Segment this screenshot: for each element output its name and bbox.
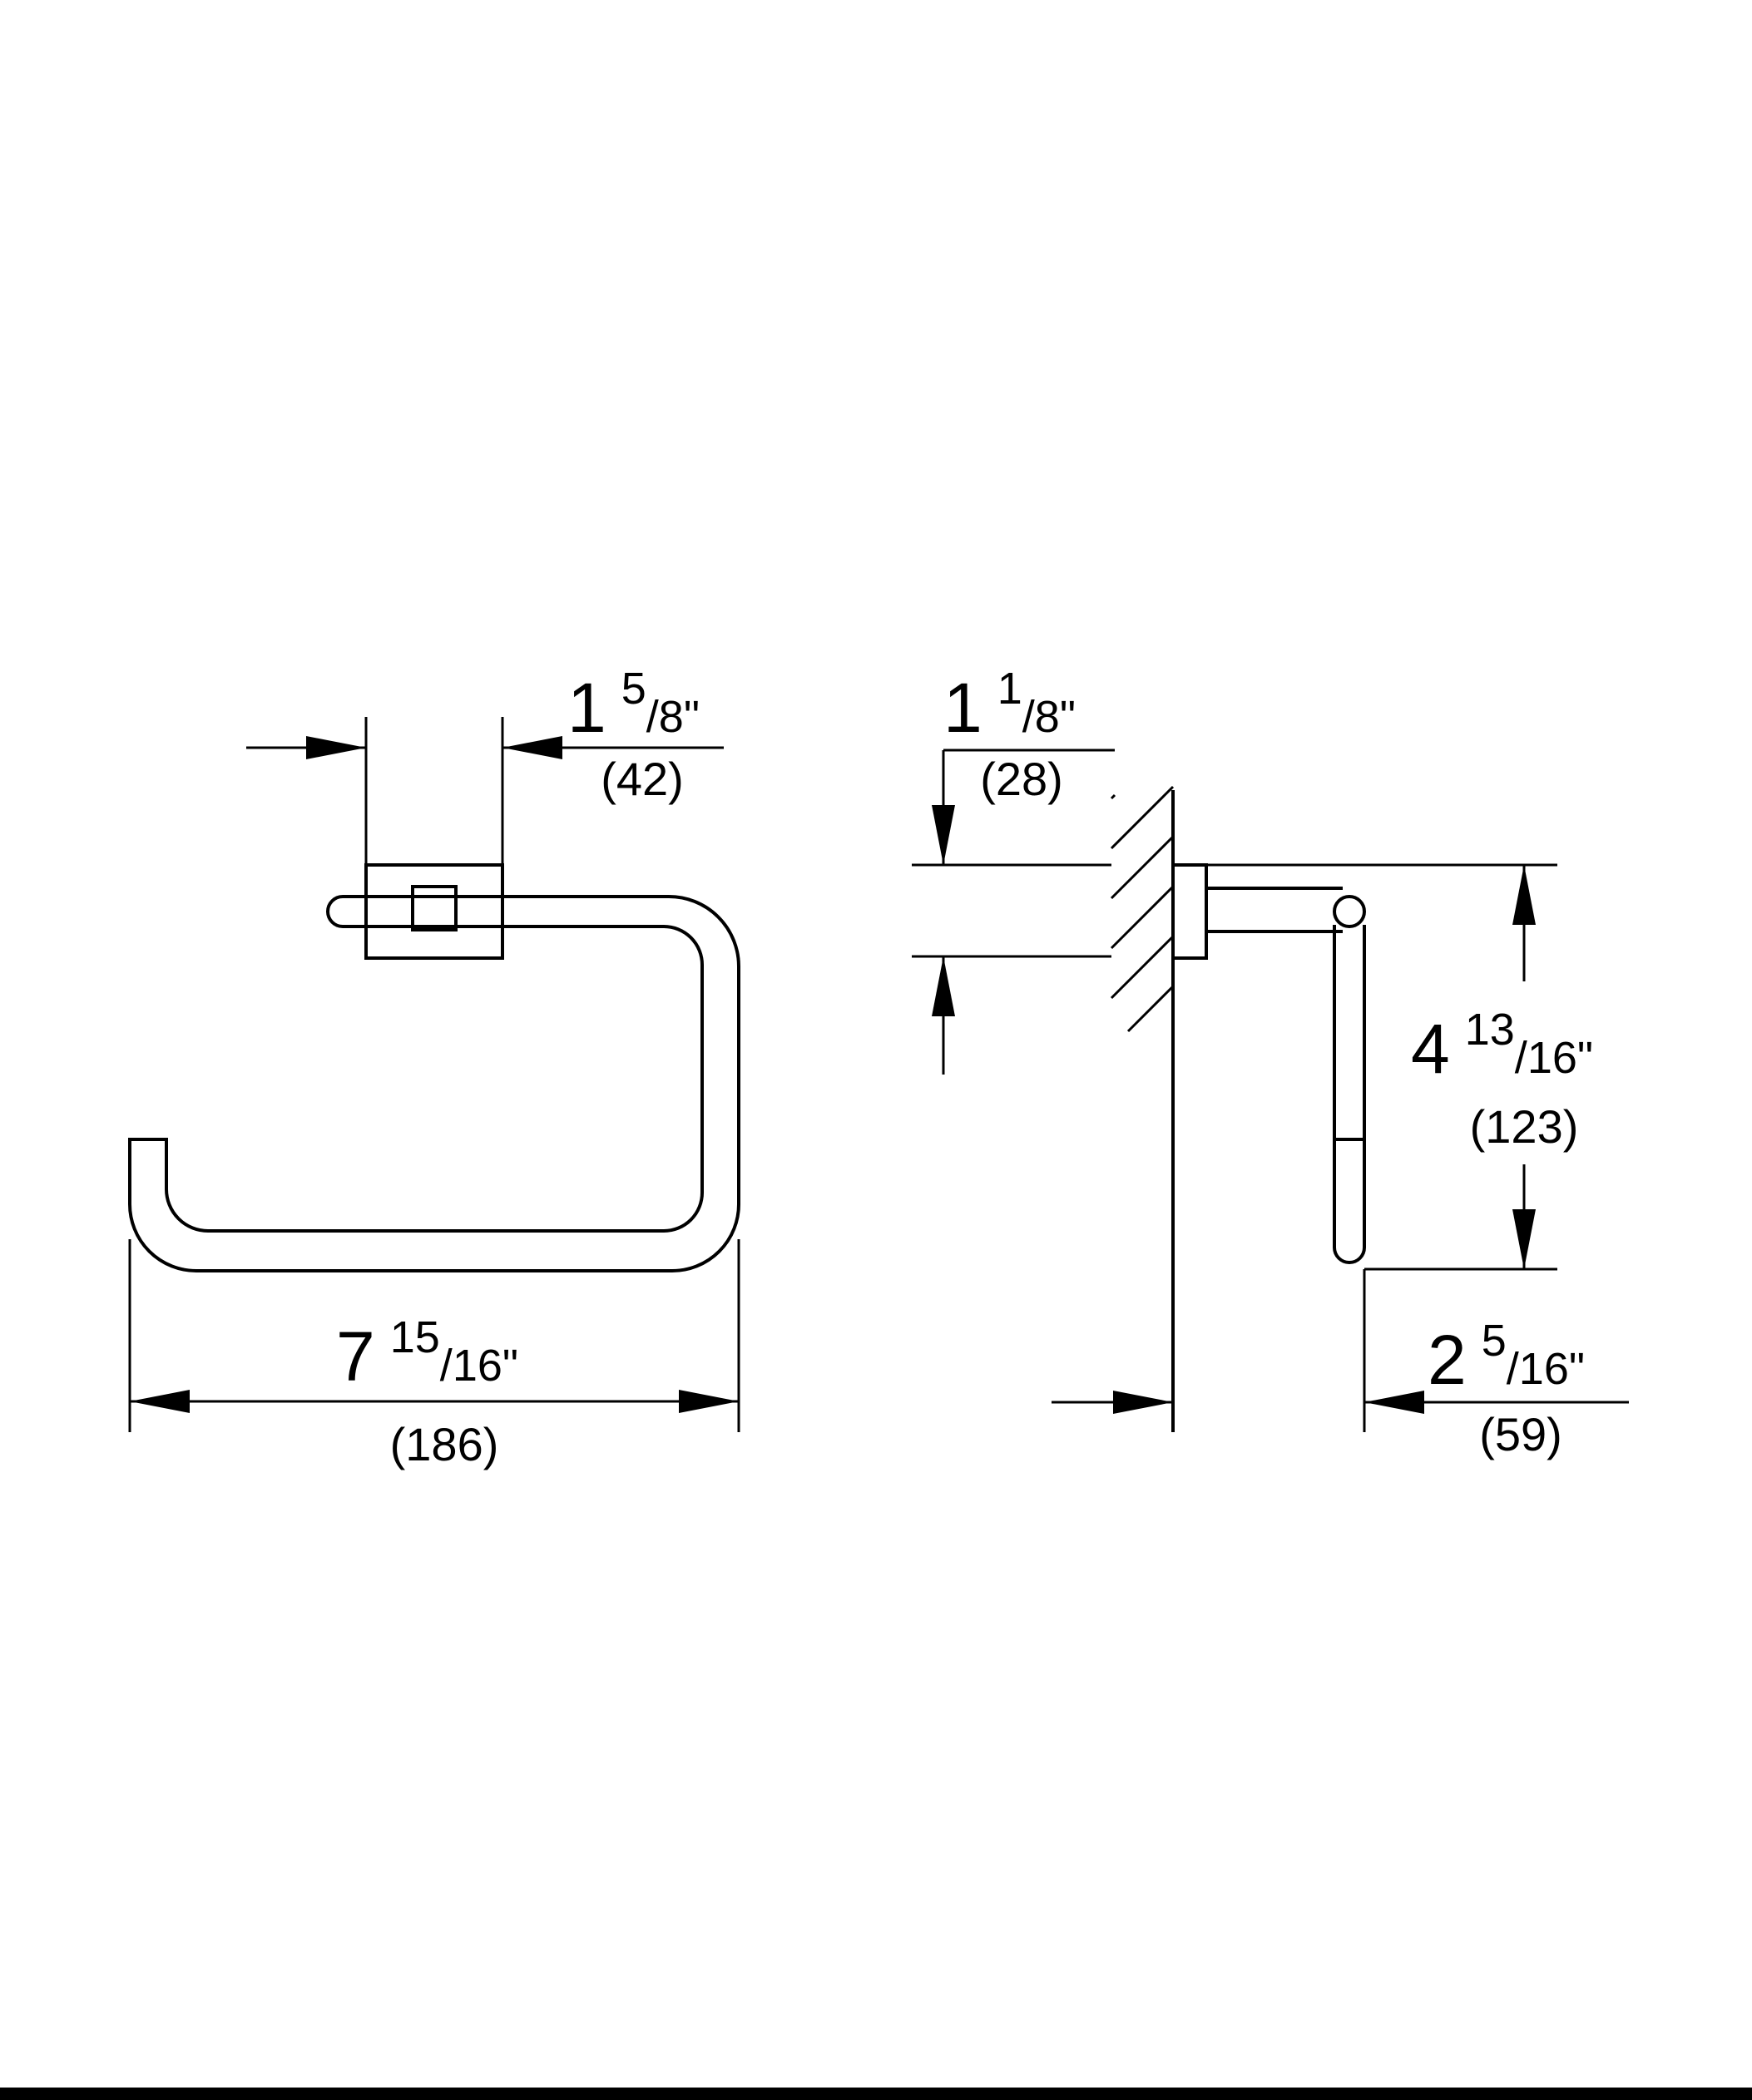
arrow-down — [932, 805, 955, 865]
arrow-right — [1113, 1391, 1173, 1414]
bracket-inner-square — [411, 885, 458, 931]
arrow-up — [932, 956, 955, 1016]
arrow-left — [130, 1390, 190, 1413]
ring-arm — [1206, 887, 1343, 933]
wall-bracket — [364, 863, 504, 960]
arrow-left — [502, 736, 562, 759]
arrow-down — [1512, 1209, 1536, 1269]
mounting-plate — [1171, 863, 1208, 960]
arrow-left — [1364, 1391, 1424, 1414]
ring-edge — [1333, 925, 1366, 1264]
arrow-right — [679, 1390, 739, 1413]
arrow-up — [1512, 865, 1536, 925]
dimension-metric: (123) — [1470, 1100, 1579, 1153]
wall-hatching — [1110, 785, 1175, 1033]
arrow-right — [306, 736, 366, 759]
dimension-metric: (186) — [390, 1418, 499, 1470]
towel-ring-outer — [128, 895, 740, 1272]
dimension-metric: (59) — [1479, 1408, 1562, 1460]
dimension-metric: (42) — [601, 753, 684, 805]
dimension-metric: (28) — [980, 753, 1063, 805]
bottom-border — [0, 2088, 1752, 2100]
ring-pivot — [1333, 895, 1366, 928]
